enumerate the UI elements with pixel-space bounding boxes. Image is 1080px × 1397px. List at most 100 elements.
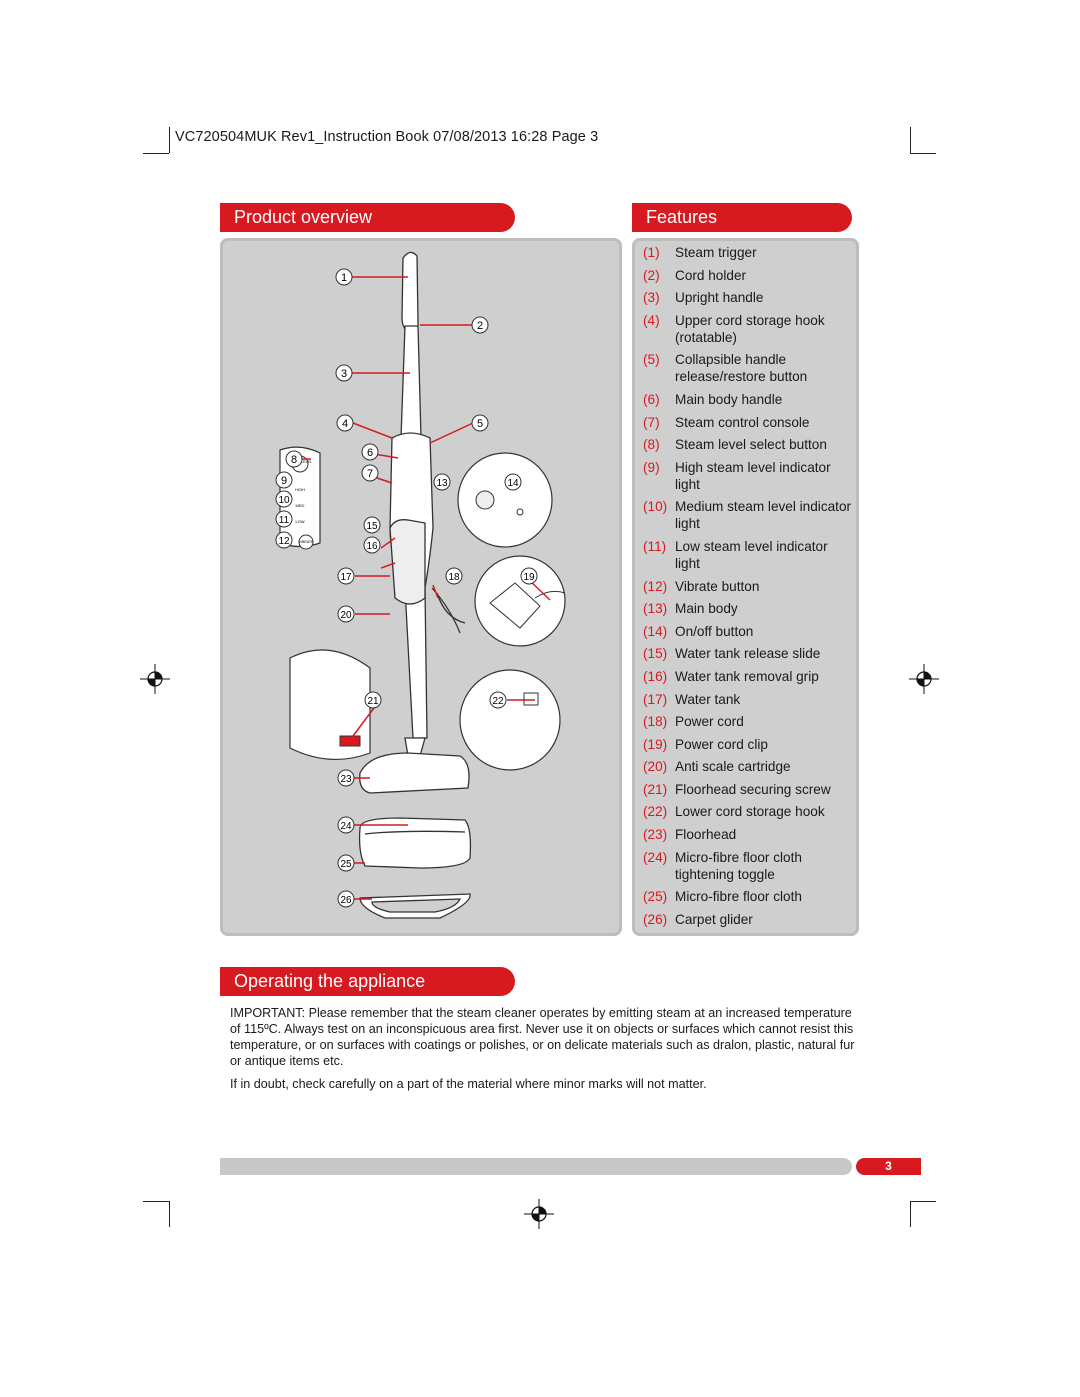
doubt-paragraph: If in doubt, check carefully on a part o…: [230, 1077, 707, 1091]
feature-item: (26)Carpet glider: [643, 911, 753, 927]
console-label-vibrate: VIBRATE: [299, 540, 314, 544]
callout-8: 8: [285, 450, 303, 468]
feature-item: (24)Micro-fibre floor cloth tightening t…: [643, 849, 802, 882]
callout-16-label: 16: [366, 541, 378, 552]
hook-inset: [459, 669, 561, 771]
feature-item: (23)Floorhead: [643, 827, 737, 843]
feature-item: (2)Cord holder: [643, 267, 747, 283]
callout-25: 25: [337, 854, 355, 872]
important-paragraph: IMPORTANT: Please remember that the stea…: [230, 1006, 855, 1068]
callout-14-label: 14: [507, 478, 519, 489]
callout-5: 5: [471, 414, 489, 432]
feature-item: (6)Main body handle: [643, 391, 783, 407]
registration-mark-icon: [140, 664, 170, 694]
callout-11: 11: [275, 510, 293, 528]
callout-18-label: 18: [448, 572, 460, 583]
crop-mark: [169, 127, 170, 153]
features-panel: [632, 238, 859, 936]
callout-26: 26: [337, 890, 355, 908]
feature-item: (3)Upright handle: [643, 290, 764, 306]
feature-item: (21)Floorhead securing screw: [643, 781, 831, 797]
page-number: 3: [856, 1158, 921, 1175]
onoff-inset: [457, 452, 553, 548]
console-label-med: MED: [296, 503, 305, 508]
features-heading: Features: [632, 203, 852, 232]
callout-7-label: 7: [367, 468, 373, 480]
feature-item: (11)Low steam level indicator light: [643, 538, 828, 571]
steam-mop-illustration: [358, 251, 472, 919]
console-label-high: HIGH: [295, 487, 305, 492]
crop-mark: [169, 1201, 170, 1227]
feature-item: (12)Vibrate button: [643, 578, 760, 594]
crop-mark: [143, 153, 169, 154]
callout-6: 6: [361, 443, 379, 461]
callout-22-label: 22: [492, 696, 504, 707]
callout-20-label: 20: [340, 610, 352, 621]
feature-item: (1)Steam trigger: [643, 245, 757, 260]
registration-mark-icon: [909, 664, 939, 694]
feature-item: (19)Power cord clip: [643, 736, 768, 752]
callout-6-label: 6: [367, 447, 373, 459]
callout-10-label: 10: [278, 495, 290, 506]
callout-25-label: 25: [340, 859, 352, 870]
callout-12-label: 12: [278, 536, 290, 547]
feature-item: (4)Upper cord storage hook (rotatable): [643, 312, 825, 345]
callout-11-label: 11: [279, 515, 290, 526]
screw-inset: [289, 649, 371, 760]
registration-mark-icon: [524, 1199, 554, 1229]
product-diagram: STEAM LEVEL HIGH MED LOW VIBRATE: [275, 251, 566, 919]
leader-lines: [295, 276, 551, 900]
feature-item: (15)Water tank release slide: [643, 646, 821, 662]
crop-mark: [910, 1201, 936, 1202]
callout-24: 24: [337, 816, 355, 834]
print-slug: VC720504MUK Rev1_Instruction Book 07/08/…: [175, 129, 599, 145]
callout-20: 20: [337, 605, 355, 623]
callout-3: 3: [335, 364, 353, 382]
callout-23-label: 23: [340, 774, 352, 785]
callout-numbers: 1 2 3 4 5 6 7 8 9 10 11 12 13 14 15 16 1…: [275, 268, 538, 908]
feature-item: (10)Medium steam level indicator light: [643, 499, 852, 532]
feature-item: (14)On/off button: [643, 623, 754, 639]
feature-item: (17)Water tank: [643, 691, 741, 707]
feature-item: (13)Main body: [643, 601, 738, 617]
callout-10: 10: [275, 490, 293, 508]
product-overview-heading: Product overview: [220, 203, 515, 232]
callout-21-label: 21: [367, 696, 379, 707]
callout-17-label: 17: [340, 572, 352, 583]
callout-9-label: 9: [281, 475, 287, 487]
feature-item: (22)Lower cord storage hook: [643, 804, 825, 820]
operating-heading: Operating the appliance: [220, 967, 515, 996]
crop-mark: [143, 1201, 169, 1202]
callout-1-label: 1: [341, 272, 347, 284]
crop-mark: [910, 1201, 911, 1227]
callout-3-label: 3: [341, 368, 347, 380]
callout-21: 21: [364, 691, 382, 709]
callout-15: 15: [363, 516, 381, 534]
crop-mark: [910, 153, 936, 154]
feature-item: (5)Collapsible handle release/restore bu…: [643, 352, 808, 385]
callout-19-label: 19: [523, 572, 535, 583]
callout-18: 18: [445, 567, 463, 585]
callout-13: 13: [433, 473, 451, 491]
callout-19: 19: [520, 567, 538, 585]
callout-13-label: 13: [436, 478, 448, 489]
callout-14: 14: [504, 473, 522, 491]
callout-7: 7: [361, 464, 379, 482]
callout-17: 17: [337, 567, 355, 585]
feature-item: (20)Anti scale cartridge: [643, 759, 791, 775]
callout-26-label: 26: [340, 895, 352, 906]
callout-23: 23: [337, 769, 355, 787]
feature-item: (16)Water tank removal grip: [643, 668, 819, 684]
callout-22: 22: [489, 691, 507, 709]
callout-2-label: 2: [477, 320, 483, 332]
callout-15-label: 15: [366, 521, 378, 532]
feature-item: (7)Steam control console: [643, 414, 810, 430]
callout-9: 9: [275, 471, 293, 489]
callout-4-label: 4: [342, 418, 348, 430]
feature-item: (18)Power cord: [643, 714, 744, 730]
callout-16: 16: [363, 536, 381, 554]
callout-12: 12: [275, 531, 293, 549]
feature-item: (8)Steam level select button: [643, 437, 827, 453]
features-list: (1)Steam trigger (2)Cord holder (3)Uprig…: [643, 244, 855, 933]
feature-item: (25)Micro-fibre floor cloth: [643, 889, 802, 905]
